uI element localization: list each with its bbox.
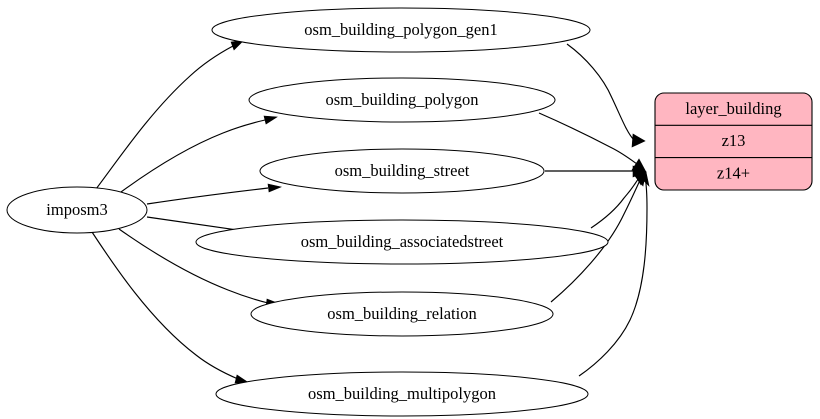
arrowhead-icon	[267, 183, 282, 193]
zoom-z13-label: z13	[722, 131, 746, 150]
node-osm_building_multipolygon-shape[interactable]	[215, 371, 589, 417]
node-osm_building_polygon_gen1[interactable]: osm_building_polygon_gen1	[211, 7, 591, 53]
node-osm_building_relation[interactable]: osm_building_relation	[250, 291, 554, 337]
edge-group-layer-convergence	[538, 43, 650, 377]
edge-imposm3-to-osm_building_multipolygon	[91, 231, 250, 384]
node-osm_building_polygon[interactable]: osm_building_polygon	[248, 77, 556, 123]
arrowhead-icon	[631, 133, 646, 148]
arrowhead-icon	[263, 115, 278, 125]
node-osm_building_multipolygon-label: osm_building_multipolygon	[308, 384, 496, 403]
edge-osm_building_associatedstreet-to-zoom-z14plus	[590, 171, 647, 229]
edge-imposm3-to-osm_building_polygon	[120, 115, 278, 193]
node-osm_building_polygon_gen1-label: osm_building_polygon_gen1	[304, 20, 497, 39]
node-osm_building_street[interactable]: osm_building_street	[259, 148, 545, 194]
layer-title-label: layer_building	[685, 99, 781, 118]
edge-osm_building_multipolygon-to-zoom-z14plus	[578, 171, 650, 377]
edge-osm_building_street-to-zoom-z14plus	[544, 165, 647, 178]
node-group: imposm3 osm_building_polygon_gen1 osm_bu…	[6, 7, 813, 417]
node-osm_building_street-label: osm_building_street	[335, 161, 470, 180]
node-osm_building_associatedstreet-shape[interactable]	[195, 219, 609, 265]
node-layer_building[interactable]: layer_building z13 z14+	[654, 92, 813, 191]
node-osm_building_multipolygon[interactable]: osm_building_multipolygon	[215, 371, 589, 417]
node-osm_building_polygon_gen1-shape[interactable]	[211, 7, 591, 53]
node-imposm3-shape[interactable]	[6, 186, 148, 234]
edge-osm_building_polygon-to-zoom-z14plus	[538, 112, 647, 173]
edge-imposm3-to-osm_building_street	[146, 183, 282, 205]
edge-osm_building_polygon_gen1-to-zoom-z13	[566, 43, 646, 148]
node-osm_building_associatedstreet[interactable]: osm_building_associatedstreet	[195, 219, 609, 265]
arrowhead-icon	[639, 171, 650, 187]
node-layer_building-box[interactable]	[654, 92, 813, 191]
node-osm_building_street-shape[interactable]	[259, 148, 545, 194]
node-imposm3[interactable]: imposm3	[6, 186, 148, 234]
node-imposm3-label: imposm3	[46, 200, 107, 219]
node-osm_building_associatedstreet-label: osm_building_associatedstreet	[301, 232, 504, 251]
zoom-z14plus-label: z14+	[717, 163, 750, 182]
node-osm_building_relation-label: osm_building_relation	[327, 304, 476, 323]
node-osm_building_polygon-shape[interactable]	[248, 77, 556, 123]
node-osm_building_polygon-label: osm_building_polygon	[325, 90, 478, 109]
node-osm_building_relation-shape[interactable]	[250, 291, 554, 337]
edge-imposm3-to-osm_building_polygon_gen1	[95, 39, 245, 190]
